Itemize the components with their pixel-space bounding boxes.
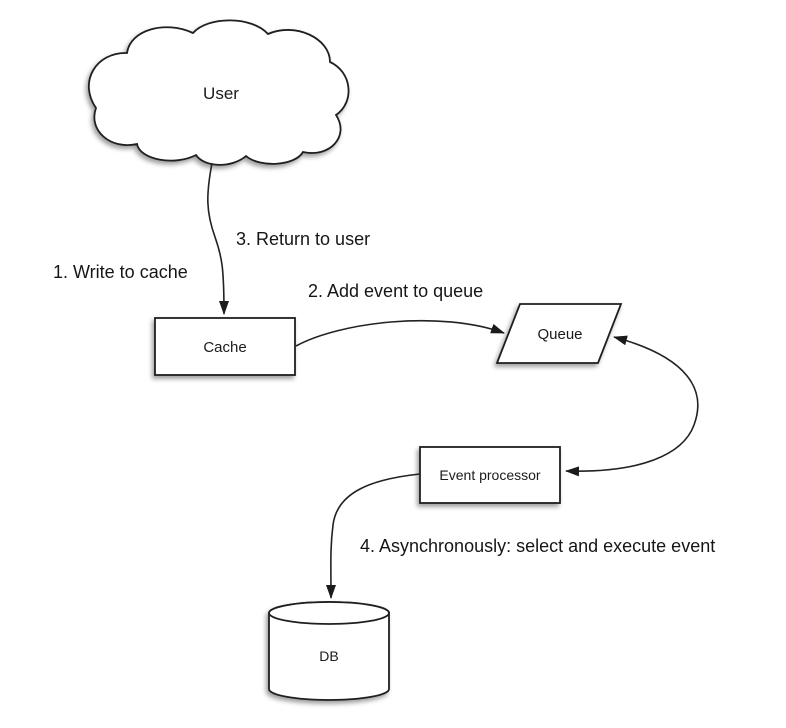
user-label: User [203,84,239,103]
queue-label: Queue [537,326,582,343]
db-cylinder-top [268,601,390,625]
arrow-cache-to-queue [295,319,505,347]
node-cache: Cache [154,317,296,376]
edge-label-step1: 1. Write to cache [53,262,188,282]
db-label: DB [319,648,338,664]
arrow-event-processor-to-db [325,473,421,599]
edge-label-step2: 2. Add event to queue [308,281,483,301]
event-processor-label: Event processor [439,467,540,483]
cloud-shape [88,19,350,166]
node-queue: Queue [495,303,623,364]
arrow-queue-event-processor [565,335,699,477]
node-event-processor: Event processor [419,446,561,504]
event-processor-box [419,446,561,504]
edge-label-step3: 3. Return to user [236,229,370,249]
node-db: DB [268,601,390,701]
edge-label-step4: 4. Asynchronously: select and execute ev… [360,536,715,556]
node-user-cloud: User [88,19,350,166]
cache-label: Cache [203,339,246,356]
cache-box [154,317,296,376]
arrow-user-to-cache [207,162,229,315]
